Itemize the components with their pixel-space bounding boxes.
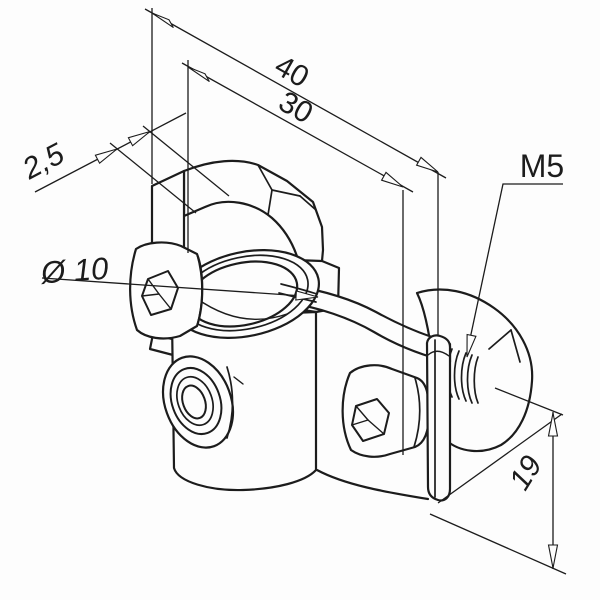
arrowhead bbox=[127, 130, 151, 147]
arrowhead bbox=[466, 333, 477, 358]
clamp-screw-head bbox=[129, 241, 204, 340]
hex-socket-front bbox=[351, 398, 390, 442]
flange-plate bbox=[425, 334, 452, 502]
clamp-part bbox=[129, 159, 534, 502]
boss-hole bbox=[181, 384, 207, 420]
dimension-thread-size: M5 bbox=[466, 148, 564, 358]
front-boss bbox=[161, 355, 244, 449]
dim-diameter-label: Ø 10 bbox=[39, 251, 109, 291]
dim-30-label: 30 bbox=[273, 85, 318, 130]
arrowhead bbox=[380, 171, 404, 188]
dim-m5-label: M5 bbox=[520, 148, 564, 184]
arrowhead bbox=[94, 148, 118, 165]
arrowhead bbox=[547, 412, 559, 437]
arrowhead bbox=[151, 12, 174, 29]
dim-2-5-label: 2,5 bbox=[17, 137, 70, 186]
socket-screw-front bbox=[341, 364, 431, 458]
arrowhead bbox=[187, 66, 210, 83]
clamp-ring bbox=[171, 249, 321, 339]
arrowhead bbox=[547, 544, 559, 569]
dim-19-label: 19 bbox=[503, 450, 549, 496]
arrowhead bbox=[295, 290, 319, 301]
arrowhead bbox=[415, 156, 439, 173]
dimension-bore-diameter: Ø 10 bbox=[39, 251, 319, 301]
